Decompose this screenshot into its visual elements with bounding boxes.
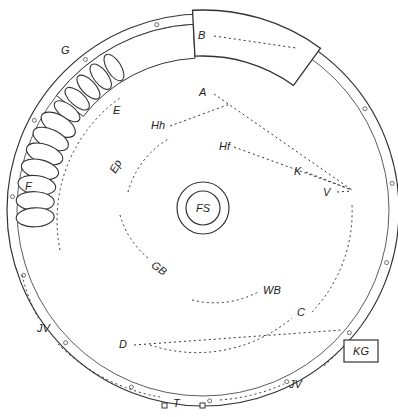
leader-line [134,330,342,345]
circle-outline [186,191,220,225]
leader-line [214,94,352,190]
ring-dot [64,341,68,345]
lobe [16,207,55,228]
leader-arc [22,275,38,318]
box-outline [344,340,378,362]
leader-arc [120,215,148,258]
leader-line [337,191,352,192]
ring-dot [32,118,36,122]
leader-arc [220,384,284,400]
part-letter: E [112,104,121,117]
part-letter: C [296,306,306,319]
ring-dot [208,399,212,403]
inner-ring [17,24,389,396]
node-label: FS [196,203,210,214]
part-letter: Ep [106,157,125,177]
part-letter: K [293,165,302,178]
part-letter: Hf [218,140,231,153]
ring-dot [363,107,367,111]
segment-box: B [178,8,338,72]
wedge-outline [193,10,321,85]
leader-arc [58,344,160,397]
center-circle: FS [176,181,230,235]
leader-arc [150,318,292,353]
leader-lines [22,94,352,400]
part-letter: A [198,86,207,99]
leader-arc [324,350,340,366]
ring-dot [10,195,14,199]
part-letter: Hh [150,119,166,132]
ring-dot [390,181,394,185]
ring-dot [129,385,133,389]
band [56,24,195,116]
leader-arc [312,205,352,312]
part-letter: JV [36,322,51,335]
ring-dot [83,57,87,61]
terminal-mark [200,403,205,408]
part-letter: G [60,44,71,57]
terminal-marks [162,403,205,408]
part-letter: WB [262,284,282,297]
ring-dot [385,261,389,265]
part-letter: JV [288,378,303,391]
outer-ring [7,14,398,406]
part-letter: GB [148,258,170,279]
leader-arc [57,98,120,250]
ring-dot [347,331,351,335]
terminal-mark [162,403,167,408]
node-label: B [198,30,205,41]
ring-dot [155,23,159,27]
ring-dot [285,380,289,384]
leader-arc [128,138,170,192]
leader-arc [192,292,258,303]
leader-line [214,36,296,48]
node-label: KG [353,346,369,357]
part-letter: F [24,180,33,193]
leader-line [170,104,230,126]
part-letter: D [118,338,128,351]
part-letter: T [172,397,181,410]
circle-outline [177,182,229,234]
small-box: KG [344,340,378,362]
part-letter: V [322,186,331,199]
leader-line [234,147,352,190]
